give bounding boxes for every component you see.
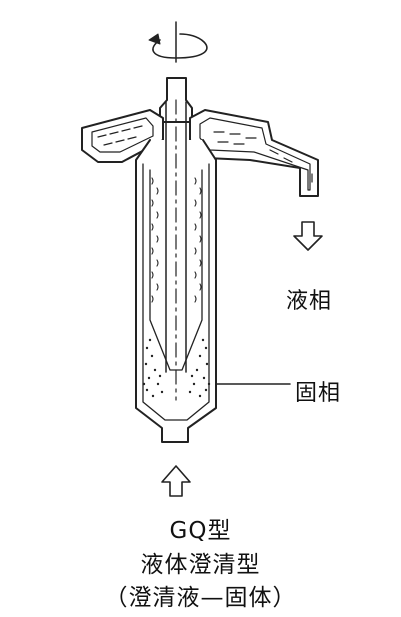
- caption-description: （澄清液—固体）: [104, 585, 297, 611]
- solid-sediment: [142, 338, 211, 398]
- rotation-arrow-icon: [148, 21, 208, 63]
- down-arrow-icon: [293, 221, 323, 251]
- caption-model: GQ型: [169, 518, 232, 544]
- rotating-bowl: [149, 99, 203, 401]
- liquid-phase-label: 液相: [286, 289, 333, 314]
- up-arrow-icon: [161, 465, 191, 497]
- solid-phase-label: 固相: [295, 381, 342, 406]
- caption-type: 液体澄清型: [140, 552, 261, 578]
